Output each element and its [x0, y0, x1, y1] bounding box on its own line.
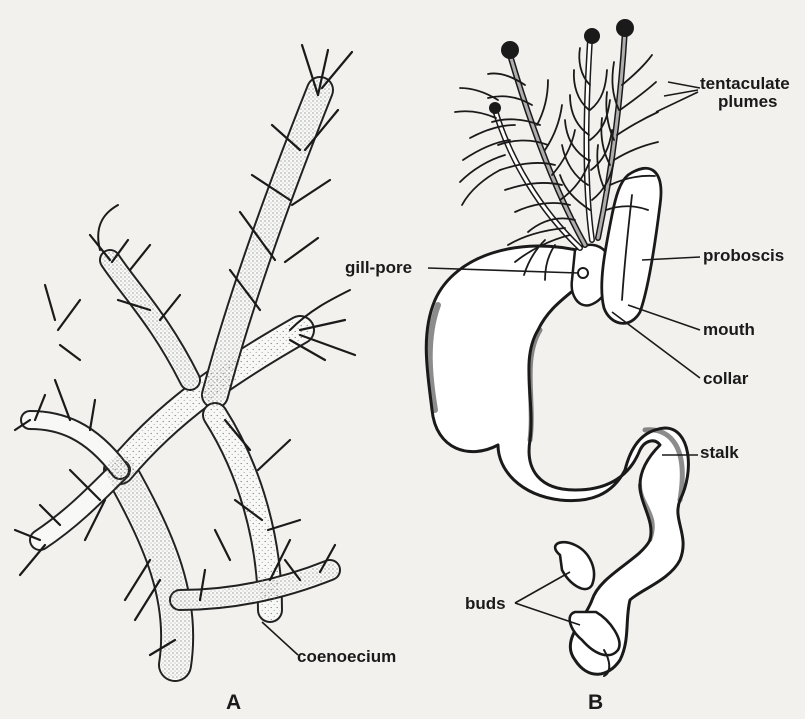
label-gill-pore: gill-pore [345, 259, 412, 277]
figure-a-drawing [15, 45, 355, 665]
bud-upper [555, 542, 594, 589]
figure-b-caption: B [588, 692, 603, 714]
label-tentaculate-line1: tentaculate [700, 75, 790, 93]
figure-a-caption: A [226, 692, 241, 714]
coenoecium-leader [262, 622, 298, 655]
label-tentaculate-line2: plumes [700, 93, 790, 111]
label-buds: buds [465, 595, 506, 613]
label-proboscis: proboscis [703, 247, 784, 265]
label-coenoecium: coenoecium [297, 648, 396, 666]
gill-pore-mark [578, 268, 588, 278]
figure-b-drawing [426, 19, 688, 676]
proboscis-shield [602, 168, 661, 323]
label-stalk: stalk [700, 444, 739, 462]
label-tentaculate-plumes: tentaculate plumes [700, 75, 790, 111]
label-collar: collar [703, 370, 748, 388]
label-mouth: mouth [703, 321, 755, 339]
